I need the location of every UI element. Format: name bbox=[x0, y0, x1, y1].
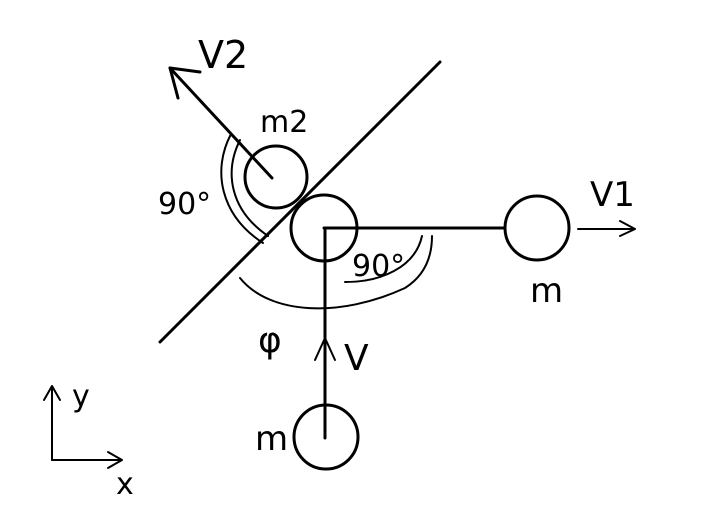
m2-label: m2 bbox=[260, 105, 308, 140]
angle-arc-phi bbox=[239, 235, 433, 310]
impact-line bbox=[158, 60, 442, 344]
x-axis-arrow bbox=[51, 451, 123, 469]
ball-m-bottom bbox=[292, 403, 360, 471]
v2-velocity-line bbox=[168, 66, 274, 180]
v2-label: V2 bbox=[198, 33, 248, 77]
angle-right-label: 90° bbox=[352, 249, 405, 284]
angle-arc-left-inner bbox=[230, 139, 269, 237]
ball-m2 bbox=[243, 144, 309, 210]
v-arrowhead bbox=[314, 337, 336, 361]
v1-label: V1 bbox=[590, 175, 635, 215]
v1-arrow bbox=[577, 220, 636, 237]
angle-left-label: 90° bbox=[158, 187, 211, 222]
y-axis-arrow bbox=[43, 385, 61, 461]
angle-arc-right bbox=[344, 235, 423, 283]
axis-x-label: x bbox=[116, 467, 134, 502]
mass-right-label: m bbox=[530, 271, 563, 311]
v2-arrowhead bbox=[168, 66, 202, 100]
axis-y-label: y bbox=[72, 379, 90, 414]
v-label: V bbox=[344, 338, 369, 379]
mass-bottom-label: m bbox=[255, 419, 288, 459]
angle-arc-left-outer bbox=[220, 133, 264, 244]
ball-m-right bbox=[503, 194, 571, 262]
phi-label: φ bbox=[258, 320, 282, 361]
